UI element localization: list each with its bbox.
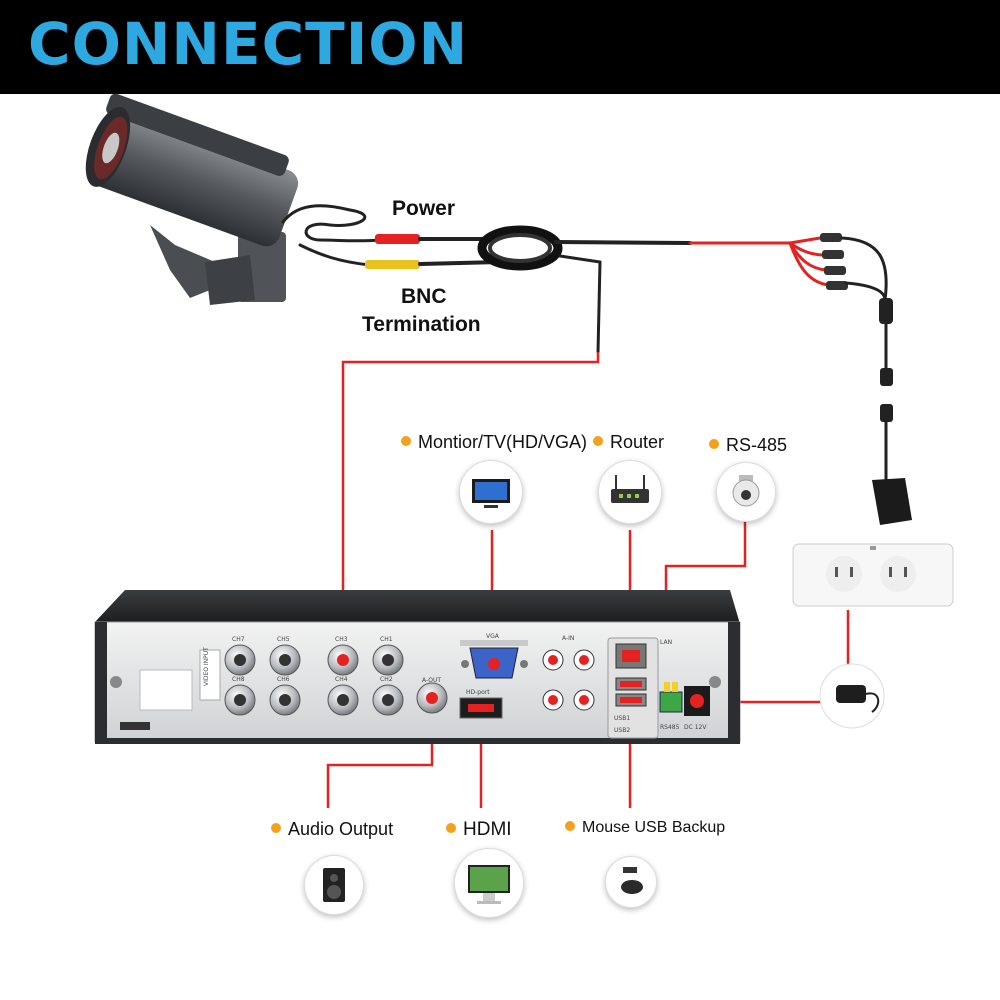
rs485-port-label: RS485	[660, 724, 680, 731]
router-icon	[598, 460, 662, 524]
a-out-label: A-OUT	[422, 677, 441, 684]
bullet-icon	[401, 436, 411, 447]
ch4-label: CH4	[335, 676, 348, 683]
bullet-icon	[709, 439, 719, 450]
video-input-label: VIDEO INPUT	[203, 647, 210, 686]
bullet-icon	[446, 822, 456, 833]
router-label: Router	[593, 432, 664, 453]
dvr-recorder: VIDEO INPUT CH7 CH5 CH3 CH1 CH8 CH6	[94, 590, 741, 744]
lan-label: LAN	[660, 639, 672, 646]
usb-label: Mouse USB Backup	[565, 819, 725, 837]
ch5-label: CH5	[277, 636, 290, 643]
wall-socket-icon	[792, 543, 954, 607]
vga-port	[460, 640, 528, 679]
monitor-icon	[459, 460, 523, 524]
vga-label: VGA	[486, 633, 500, 640]
hdport-label: HD-port	[466, 689, 490, 696]
hdmi-port	[459, 697, 503, 719]
usb1-label: USB1	[614, 715, 630, 722]
mouse-icon	[605, 856, 657, 908]
dc-power-port	[684, 686, 710, 716]
camera-cables	[281, 204, 912, 525]
termination-label: Termination	[362, 313, 481, 336]
ch8-label: CH8	[232, 676, 245, 683]
power-adapter-icon	[819, 663, 885, 729]
ptz-camera-icon	[716, 462, 776, 522]
dc-label: DC 12V	[684, 724, 707, 731]
audio-in-ports	[542, 649, 595, 711]
bullet-icon	[271, 823, 281, 834]
ch7-label: CH7	[232, 636, 245, 643]
hdmi-monitor-icon	[454, 848, 524, 918]
lan-usb-ports	[607, 637, 659, 739]
speaker-icon	[304, 855, 364, 915]
ch2-label: CH2	[380, 676, 393, 683]
bnc-ports	[224, 644, 448, 716]
monitor-label: Montior/TV(HD/VGA)	[401, 432, 587, 453]
rs485-label: RS-485	[709, 435, 787, 456]
power-label: Power	[392, 197, 456, 220]
rs485-terminal	[659, 682, 683, 713]
bnc-label: BNC	[401, 285, 447, 308]
page-title: CONNECTION	[28, 10, 469, 78]
audio-output-label: Audio Output	[271, 819, 393, 840]
bullet-icon	[593, 436, 603, 447]
ch3-label: CH3	[335, 636, 348, 643]
usb2-label: USB2	[614, 727, 630, 734]
ch1-label: CH1	[380, 636, 393, 643]
ch6-label: CH6	[277, 676, 290, 683]
header-banner: CONNECTION	[0, 0, 1000, 94]
bullet-camera-icon	[85, 93, 299, 305]
hdmi-label: HDMI	[446, 819, 512, 841]
bullet-icon	[565, 820, 575, 831]
a-in-label: A-IN	[562, 635, 574, 642]
